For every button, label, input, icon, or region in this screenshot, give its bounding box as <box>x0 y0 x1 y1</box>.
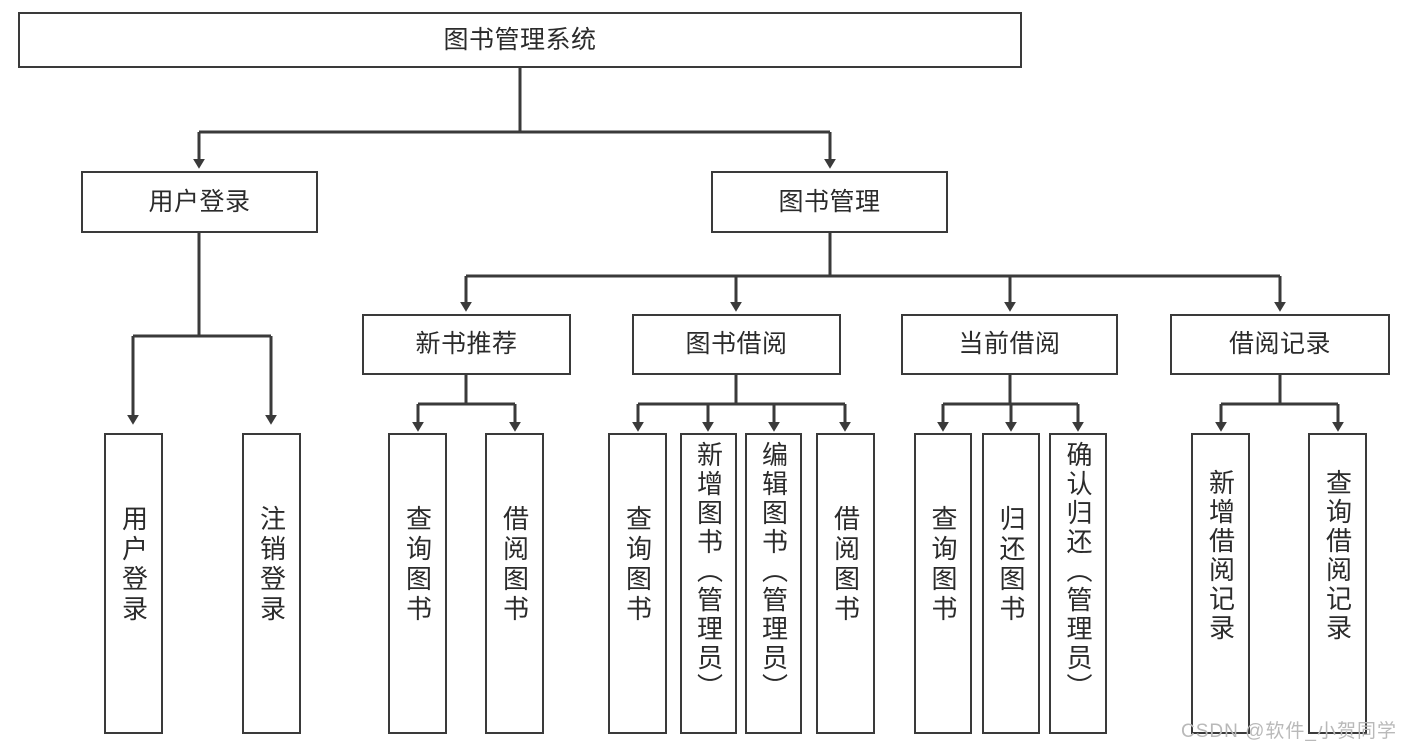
leaf-query-borrow-record[interactable]: 查询借阅记录 <box>1308 433 1367 734</box>
leaf-edit-book-admin[interactable]: 编辑图书（管理员） <box>745 433 802 734</box>
node-book-borrow[interactable]: 图书借阅 <box>632 314 841 375</box>
node-borrow-record[interactable]: 借阅记录 <box>1170 314 1390 375</box>
node-label: 查询图书 <box>928 505 958 625</box>
node-label: 编辑图书（管理员） <box>758 441 789 702</box>
leaf-add-book-admin[interactable]: 新增图书（管理员） <box>680 433 737 734</box>
leaf-query-book-current[interactable]: 查询图书 <box>914 433 972 734</box>
leaf-query-book-borrow[interactable]: 查询图书 <box>608 433 667 734</box>
leaf-user-login[interactable]: 用户登录 <box>104 433 163 734</box>
node-book-management[interactable]: 图书管理 <box>711 171 948 233</box>
leaf-query-book-recommend[interactable]: 查询图书 <box>388 433 447 734</box>
node-label: 借阅记录 <box>1228 330 1331 359</box>
node-label: 借阅图书 <box>499 505 530 625</box>
node-label: 查询借阅记录 <box>1322 469 1353 643</box>
node-label: 图书管理 <box>778 187 881 216</box>
node-label: 借阅图书 <box>830 505 861 625</box>
node-label: 确认归还（管理员） <box>1063 441 1093 702</box>
leaf-logout-login[interactable]: 注销登录 <box>242 433 301 734</box>
leaf-confirm-return-admin[interactable]: 确认归还（管理员） <box>1049 433 1107 734</box>
node-label: 图书管理系统 <box>443 25 597 54</box>
node-new-book-recommend[interactable]: 新书推荐 <box>362 314 571 375</box>
node-label: 查询图书 <box>622 505 653 625</box>
node-root-book-management-system[interactable]: 图书管理系统 <box>18 12 1022 68</box>
node-label: 新增借阅记录 <box>1205 469 1236 643</box>
node-user-login[interactable]: 用户登录 <box>81 171 318 233</box>
leaf-borrow-book-borrow[interactable]: 借阅图书 <box>816 433 875 734</box>
node-label: 查询图书 <box>402 505 433 625</box>
leaf-borrow-book-recommend[interactable]: 借阅图书 <box>485 433 544 734</box>
leaf-add-borrow-record[interactable]: 新增借阅记录 <box>1191 433 1250 734</box>
node-label: 当前借阅 <box>958 330 1061 359</box>
node-label: 新增图书（管理员） <box>693 441 724 702</box>
node-label: 注销登录 <box>256 505 287 625</box>
node-label: 新书推荐 <box>415 330 518 359</box>
node-label: 用户登录 <box>118 505 149 625</box>
node-label: 用户登录 <box>148 187 251 216</box>
csdn-watermark: CSDN @软件_小贺同学 <box>1181 721 1397 742</box>
leaf-return-book[interactable]: 归还图书 <box>982 433 1040 734</box>
node-label: 归还图书 <box>996 505 1026 625</box>
node-label: 图书借阅 <box>685 330 788 359</box>
node-current-borrow[interactable]: 当前借阅 <box>901 314 1118 375</box>
